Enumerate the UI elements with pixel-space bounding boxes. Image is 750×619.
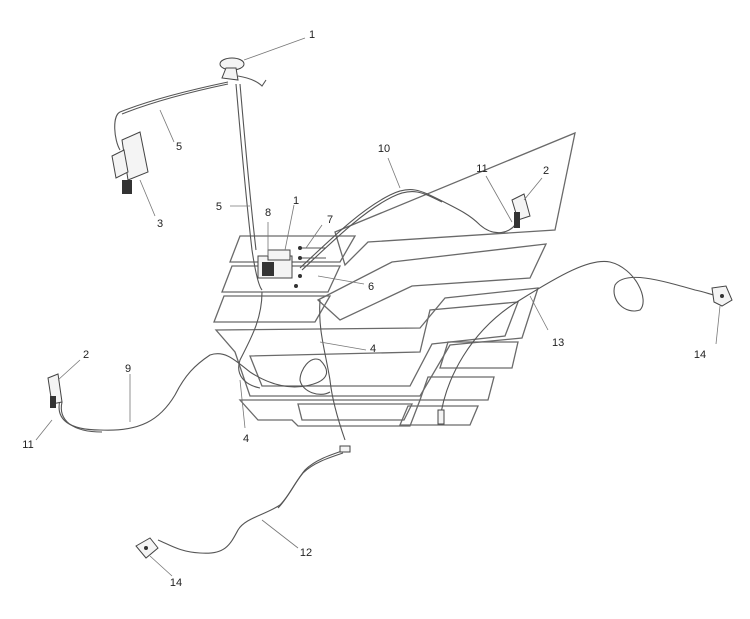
callout-9: 9 [125,363,131,375]
callout-14-bottom: 14 [170,577,182,589]
callout-13: 13 [552,337,564,349]
cable-5-top [114,81,229,151]
callout-10: 10 [378,143,390,155]
callout-7: 7 [327,214,333,226]
callout-4-center: 4 [370,343,376,355]
callout-4-lower: 4 [243,433,249,445]
callout-6: 6 [368,281,374,293]
cab-outline [213,131,576,427]
callout-8: 8 [265,207,271,219]
parts [47,57,733,559]
callout-3: 3 [157,218,163,230]
cable-13 [439,260,719,421]
callout-11-left: 11 [22,439,33,451]
cables [58,81,719,554]
cable-5-vertical [235,83,263,291]
cable-10 [299,189,516,269]
callout-labels: 1 5 3 5 8 1 7 6 10 11 2 13 14 4 4 2 9 11… [22,29,706,589]
callout-5-vertical: 5 [216,201,222,213]
callout-5-top: 5 [176,141,182,153]
callout-12: 12 [300,547,312,559]
cable-12 [157,449,346,554]
callout-14-right: 14 [694,349,706,361]
callout-1-antenna: 1 [309,29,315,41]
cable-9 [58,353,331,431]
callout-11-right: 11 [476,163,487,175]
callout-1-module: 1 [293,195,299,207]
leader-lines [35,37,721,577]
callout-2-left: 2 [83,349,89,361]
cable-4 [238,291,263,389]
callout-2-right: 2 [543,165,549,177]
